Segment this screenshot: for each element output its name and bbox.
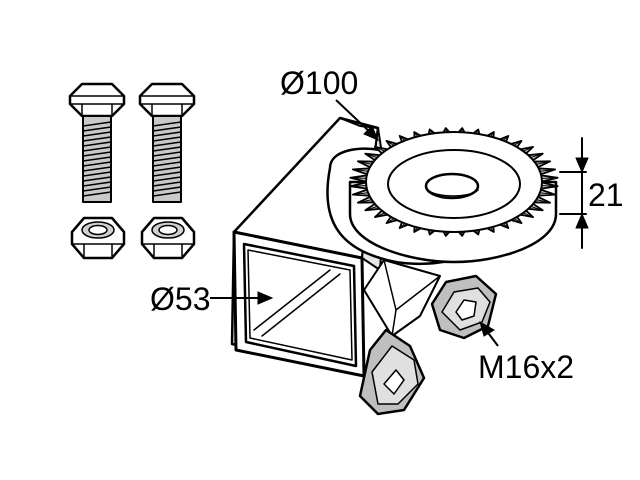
toothed-disc — [348, 127, 559, 264]
thread-line — [82, 156, 112, 162]
thread-line — [82, 181, 112, 187]
thread-line — [152, 186, 182, 192]
thread-line — [82, 186, 112, 192]
nut-right — [140, 216, 196, 260]
thread-line — [82, 146, 112, 152]
disc-diameter-label: Ø100 — [280, 65, 358, 101]
arrowhead — [363, 125, 379, 141]
arrowhead — [575, 157, 589, 173]
bolt-thread — [82, 121, 112, 197]
thread-line — [152, 136, 182, 142]
thread-line — [82, 121, 112, 127]
bolt-thread — [152, 121, 182, 197]
thread-line — [82, 141, 112, 147]
arrowhead — [479, 320, 495, 337]
thread-line — [152, 171, 182, 177]
thread-line — [82, 171, 112, 177]
thread-line — [152, 121, 182, 127]
thread-line — [152, 131, 182, 137]
thread-line — [82, 126, 112, 132]
thread-line — [152, 161, 182, 167]
thread-line — [152, 191, 182, 197]
nut-left — [70, 216, 126, 260]
thread-line — [152, 176, 182, 182]
thread-line — [152, 146, 182, 152]
thread-line — [82, 151, 112, 157]
dimension-disc-height: 21 — [559, 137, 624, 249]
arrowhead — [575, 213, 589, 229]
arrowhead — [257, 291, 274, 305]
thread-line — [82, 136, 112, 142]
thread-line — [82, 166, 112, 172]
thread-line — [152, 156, 182, 162]
thread-line — [82, 191, 112, 197]
disc-height-label: 21 — [588, 177, 624, 213]
thread-line — [152, 126, 182, 132]
thread-line — [152, 141, 182, 147]
dimension-tube-diameter: Ø53 — [150, 281, 274, 317]
thread-line — [82, 131, 112, 137]
thread-line — [82, 161, 112, 167]
dimension-thread: M16x2 — [478, 320, 574, 385]
dimension-disc-diameter: Ø100 — [280, 65, 379, 141]
thread-label: M16x2 — [478, 349, 574, 385]
tube-diameter-label: Ø53 — [150, 281, 210, 317]
thread-line — [152, 181, 182, 187]
thread-line — [152, 166, 182, 172]
bolt-right — [138, 82, 196, 203]
thread-line — [152, 151, 182, 157]
bolt-left — [68, 82, 126, 203]
thread-line — [82, 176, 112, 182]
